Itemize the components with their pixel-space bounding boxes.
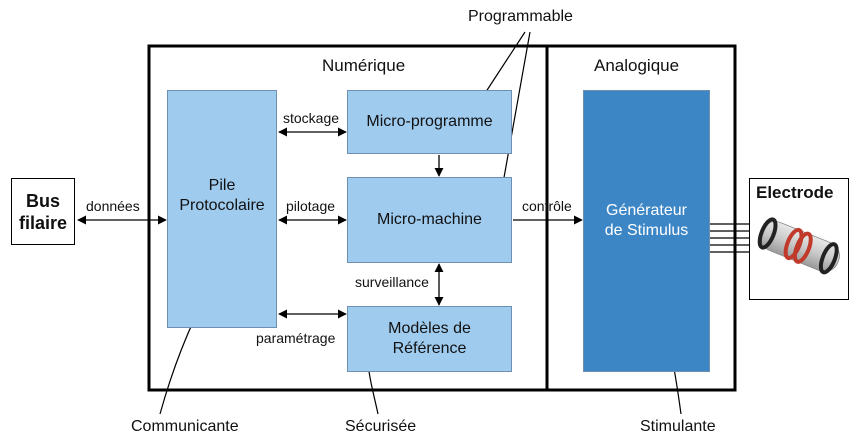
pile-line1: Pile [208, 177, 236, 194]
numerique-title: Numérique [322, 56, 406, 75]
micro-machine-label: Micro-machine [377, 211, 482, 228]
analogique-title: Analogique [594, 56, 680, 75]
electrode-block: Electrode [749, 178, 849, 300]
analogique-frame [545, 44, 737, 392]
pile-line2: Protocolaire [179, 197, 265, 214]
stimulante-annotation: Stimulante [640, 418, 716, 435]
parametrage-label: paramétrage [256, 330, 336, 346]
bus-line2: filaire [18, 212, 68, 233]
programmable-annotation: Programmable [468, 8, 573, 25]
surveillance-label: surveillance [355, 274, 429, 290]
securisee-annotation: Sécurisée [345, 418, 417, 435]
modeles-line2: Référence [392, 340, 467, 357]
modeles-line1: Modèles de [388, 320, 471, 337]
controle-label: contrôle [522, 198, 572, 214]
pile-protocolaire-block: Pile Protocolaire [167, 90, 277, 328]
bus-filaire-block: Bus filaire [11, 178, 75, 245]
programmable-arrow-2 [497, 31, 531, 201]
pilotage-label: pilotage [286, 198, 336, 214]
electrode-label: Electrode [756, 183, 834, 202]
generateur-line2: de Stimulus [604, 222, 689, 239]
communicante-annotation: Communicante [131, 418, 239, 435]
micro-programme-label: Micro-programme [366, 113, 493, 130]
generateur-line1: Générateur [606, 202, 687, 219]
bus-line1: Bus [25, 190, 60, 211]
electrode-image [757, 217, 840, 275]
stockage-label: stockage [283, 110, 340, 126]
micro-programme-block: Micro-programme [347, 90, 512, 154]
modeles-reference-block: Modèles de Référence [347, 306, 512, 372]
micro-machine-block: Micro-machine [347, 177, 512, 263]
electrode-wires [710, 223, 750, 253]
donnees-label: données [86, 198, 140, 214]
generateur-stimulus-block: Générateur de Stimulus [583, 90, 710, 372]
